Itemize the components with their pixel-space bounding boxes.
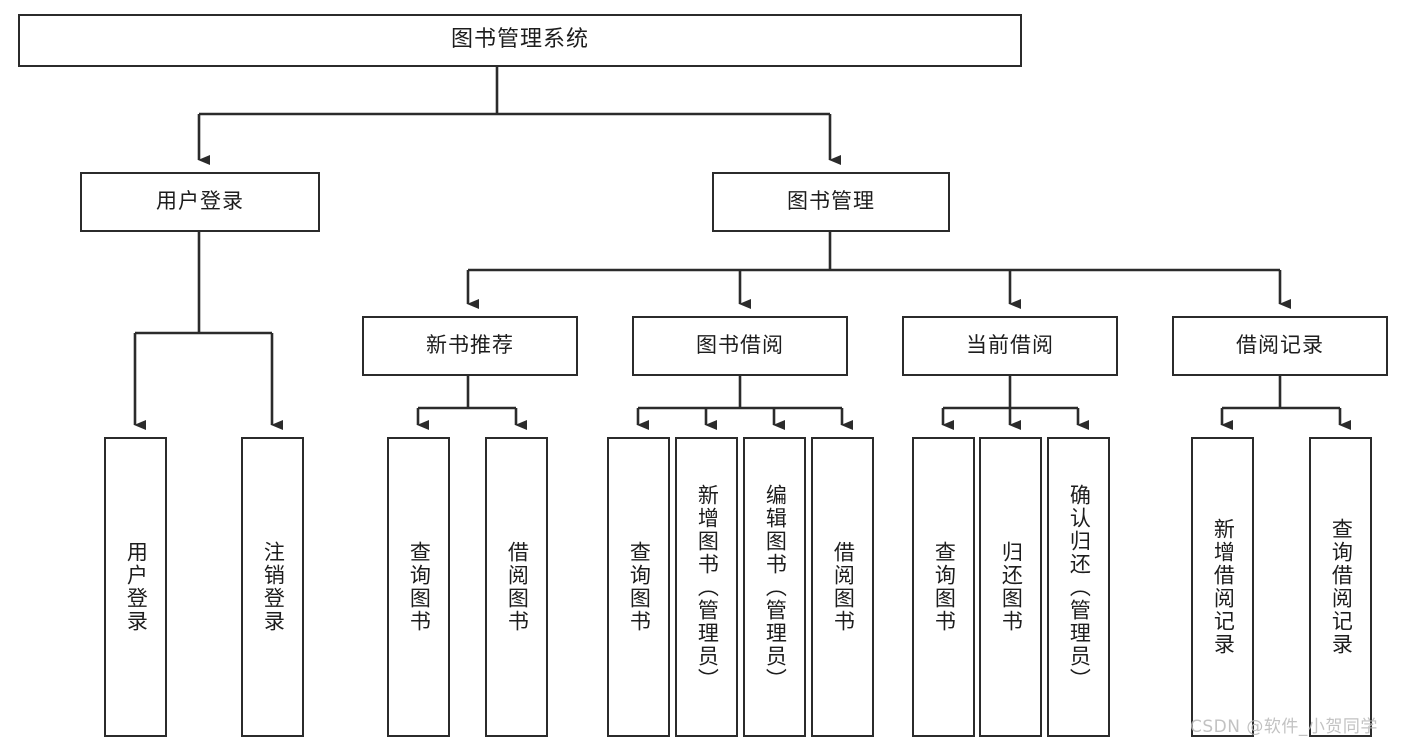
leaf-user-login-logout[interactable]: 注销登录 bbox=[241, 437, 304, 737]
leaf-current-borrow-query[interactable]: 查询图书 bbox=[912, 437, 975, 737]
node-root-system[interactable]: 图书管理系统 bbox=[18, 14, 1022, 67]
node-label: 确认归还（管理员） bbox=[1067, 483, 1092, 691]
node-label: 查询借阅记录 bbox=[1329, 518, 1354, 656]
node-borrow-record[interactable]: 借阅记录 bbox=[1172, 316, 1388, 376]
node-label: 用户登录 bbox=[156, 189, 244, 214]
node-book-management[interactable]: 图书管理 bbox=[712, 172, 950, 232]
node-label: 借阅图书 bbox=[831, 541, 856, 633]
leaf-new-book-query[interactable]: 查询图书 bbox=[387, 437, 450, 737]
node-label: 图书管理系统 bbox=[450, 27, 589, 53]
leaf-book-borrow-edit[interactable]: 编辑图书（管理员） bbox=[743, 437, 806, 737]
node-label: 查询图书 bbox=[932, 541, 957, 633]
node-label: 图书管理 bbox=[787, 189, 875, 214]
leaf-borrow-record-add[interactable]: 新增借阅记录 bbox=[1191, 437, 1254, 737]
leaf-borrow-record-query[interactable]: 查询借阅记录 bbox=[1309, 437, 1372, 737]
node-user-login[interactable]: 用户登录 bbox=[80, 172, 320, 232]
node-label: 新增借阅记录 bbox=[1211, 518, 1236, 656]
leaf-current-borrow-confirm-return[interactable]: 确认归还（管理员） bbox=[1047, 437, 1110, 737]
node-new-book-recommend[interactable]: 新书推荐 bbox=[362, 316, 578, 376]
node-label: 查询图书 bbox=[407, 541, 432, 633]
node-label: 借阅图书 bbox=[505, 541, 530, 633]
watermark-text: CSDN @软件_小贺同学 bbox=[1190, 717, 1378, 737]
leaf-book-borrow-borrow[interactable]: 借阅图书 bbox=[811, 437, 874, 737]
node-label: 图书借阅 bbox=[696, 333, 784, 358]
node-label: 编辑图书（管理员） bbox=[763, 483, 788, 691]
node-current-borrow[interactable]: 当前借阅 bbox=[902, 316, 1118, 376]
node-label: 用户登录 bbox=[124, 541, 149, 633]
leaf-user-login-login[interactable]: 用户登录 bbox=[104, 437, 167, 737]
node-label: 新增图书（管理员） bbox=[695, 483, 720, 691]
leaf-new-book-borrow[interactable]: 借阅图书 bbox=[485, 437, 548, 737]
node-label: 查询图书 bbox=[627, 541, 652, 633]
leaf-book-borrow-add[interactable]: 新增图书（管理员） bbox=[675, 437, 738, 737]
leaf-current-borrow-return[interactable]: 归还图书 bbox=[979, 437, 1042, 737]
node-label: 注销登录 bbox=[261, 541, 286, 633]
node-label: 借阅记录 bbox=[1236, 333, 1324, 358]
node-book-borrow[interactable]: 图书借阅 bbox=[632, 316, 848, 376]
leaf-book-borrow-query[interactable]: 查询图书 bbox=[607, 437, 670, 737]
node-label: 归还图书 bbox=[999, 541, 1024, 633]
node-label: 当前借阅 bbox=[966, 333, 1054, 358]
node-label: 新书推荐 bbox=[426, 333, 514, 358]
